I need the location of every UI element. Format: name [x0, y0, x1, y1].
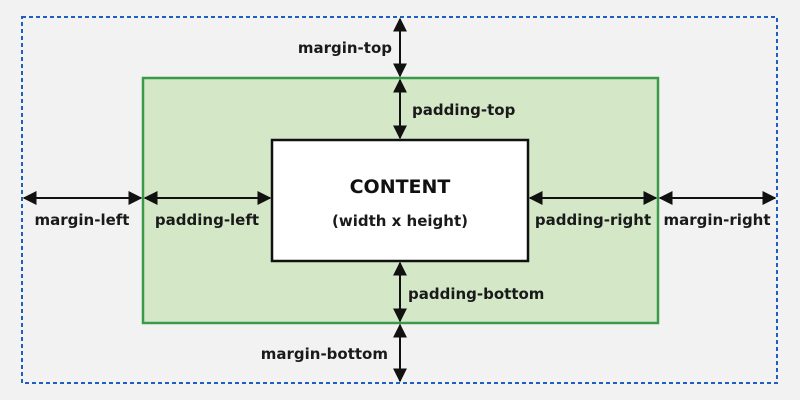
padding-top-label: padding-top — [412, 101, 516, 119]
content-title: CONTENT — [350, 176, 451, 198]
content-area — [270, 138, 530, 263]
margin-left-label: margin-left — [35, 211, 130, 229]
content-subtitle: (width x height) — [332, 212, 468, 230]
margin-bottom-label: margin-bottom — [261, 345, 388, 363]
padding-right-label: padding-right — [535, 211, 651, 229]
margin-top-label: margin-top — [298, 39, 392, 57]
padding-left-label: padding-left — [155, 211, 259, 229]
margin-right-label: margin-right — [663, 211, 770, 229]
padding-bottom-label: padding-bottom — [408, 285, 544, 303]
